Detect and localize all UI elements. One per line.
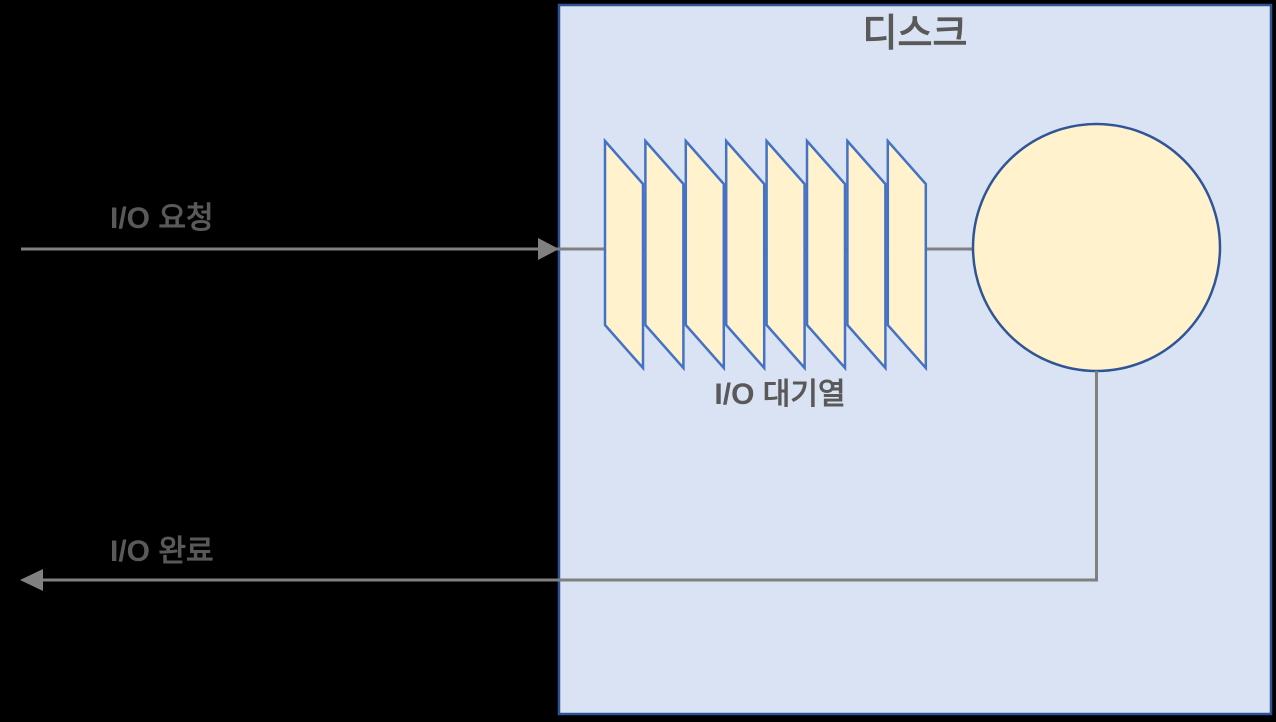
- io-queue-item: [805, 137, 847, 372]
- io-complete-arrowhead-icon: [20, 569, 43, 591]
- io-queue: [603, 137, 928, 372]
- disk-platter-circle: [971, 122, 1222, 373]
- io-request-arrowhead-icon: [538, 238, 559, 260]
- io-queue-item: [684, 137, 726, 372]
- disk-box-title: 디스크: [862, 13, 968, 55]
- io-request-label: I/O 요청: [110, 202, 214, 235]
- io-queue-label: I/O 대기열: [714, 378, 846, 411]
- io-queue-item: [765, 137, 806, 372]
- io-queue-item: [644, 137, 685, 372]
- io-complete-line: [43, 371, 1098, 582]
- io-queue-item: [603, 137, 645, 372]
- io-complete-label: I/O 완료: [110, 535, 214, 568]
- io-queue-item: [846, 137, 887, 372]
- io-queue-item: [886, 137, 928, 372]
- io-queue-item: [724, 137, 766, 372]
- disk-box: [557, 3, 1273, 716]
